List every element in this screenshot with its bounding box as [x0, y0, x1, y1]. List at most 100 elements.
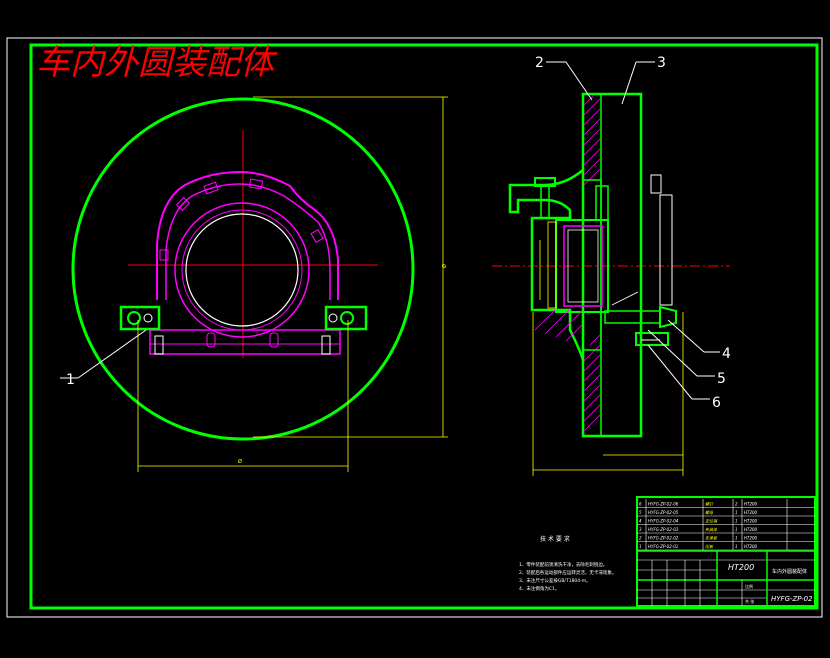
sleeve-flange	[547, 221, 557, 309]
bom-name: 螺母	[705, 510, 714, 515]
lower-hatch	[534, 309, 583, 342]
bom-name: 压板	[705, 544, 714, 549]
sleeve-bore-inner	[567, 229, 599, 303]
bom-qty: 1	[735, 536, 738, 541]
bom-material: HT200	[744, 544, 758, 549]
bore-mid	[181, 209, 303, 331]
main-plate	[581, 92, 643, 438]
leader-5	[647, 329, 698, 377]
slot-5	[159, 249, 169, 261]
side-view: 2 3 4 5 6	[492, 55, 731, 476]
leader-2	[565, 61, 593, 101]
post-left	[154, 335, 164, 355]
tb-part-name: 车内外圆装配体	[772, 568, 807, 575]
plate-hatch	[583, 94, 601, 432]
base-plate	[149, 329, 341, 355]
bom-no: 2	[639, 536, 642, 541]
break-line	[611, 291, 639, 306]
bom-qty: 1	[735, 510, 738, 515]
drawing-title: 车内外圆装配体	[36, 43, 278, 83]
balloon-3: 3	[657, 55, 666, 71]
top-bolt-shank	[540, 185, 550, 219]
bom-code: HYFG-ZP-02-03	[648, 527, 679, 532]
bom-name: 定位销	[705, 519, 718, 524]
tech-req-1: 1、零件装配前须清洗干净，去除毛刺锐边。	[519, 561, 607, 568]
bom-no: 5	[639, 510, 642, 515]
slot-1	[203, 181, 219, 195]
dim-width-text: Ø	[238, 458, 242, 465]
tech-req-2: 2、装配后各运动部件应运转灵活，无卡滞现象。	[519, 569, 616, 576]
tech-req-title: 技 术 要 求	[540, 535, 570, 543]
bom-material: HT200	[744, 519, 758, 524]
bom-code: HYFG-ZP-02-01	[648, 544, 678, 549]
bom-row: 2 HYFG-ZP-02-02 支承板 1 HT200	[637, 536, 815, 542]
outer-frame	[6, 37, 823, 618]
slot-3	[175, 196, 191, 212]
balloon-6: 6	[712, 395, 721, 411]
base-slot-1	[206, 332, 216, 348]
bom-name: 螺钉	[705, 502, 714, 507]
bom-code: HYFG-ZP-02-04	[648, 519, 679, 524]
pin-body	[604, 310, 661, 324]
bom-material: HT200	[744, 510, 758, 515]
front-view: Ø Ø 1	[60, 96, 448, 472]
leader-3	[621, 61, 637, 105]
leader-1	[77, 329, 147, 379]
bom-no: 3	[639, 527, 642, 532]
dim-height-text: Ø	[441, 264, 448, 268]
bom-no: 6	[639, 502, 642, 507]
leader-4	[667, 319, 705, 353]
base-slot-2	[269, 332, 279, 348]
top-boss	[595, 185, 609, 221]
drawing-border	[29, 43, 819, 610]
balloon-1: 1	[66, 372, 75, 388]
pin-tip	[659, 305, 677, 329]
bom-name: 夹具体	[705, 527, 718, 532]
balloon-2: 2	[535, 55, 544, 71]
clamp-left	[119, 305, 161, 331]
sleeve-bore	[563, 225, 603, 307]
bom-qty: 1	[735, 519, 738, 524]
tb-drawing-number: HYFG-ZP-02	[771, 595, 813, 603]
fixture-top	[650, 174, 662, 194]
body-outline	[508, 169, 585, 361]
tech-requirements: 技 术 要 求 1、零件装配前须清洗干净，去除毛刺锐边。 2、装配后各运动部件应…	[519, 535, 616, 592]
body-inner	[583, 179, 602, 351]
housing-inner-outline	[165, 183, 331, 300]
tb-scale-label: 比例	[745, 583, 753, 589]
bore-inner	[185, 213, 299, 327]
clamp-right	[324, 305, 368, 331]
slot-4	[310, 228, 324, 244]
balloon-5: 5	[717, 371, 726, 387]
tb-sheet-label: 共 张	[745, 598, 754, 604]
nut	[635, 332, 669, 346]
housing-outline	[156, 170, 339, 300]
tb-material: HT200	[728, 563, 754, 572]
bom-row: 4 HYFG-ZP-02-04 定位销 1 HT200	[637, 519, 815, 525]
bom-row: 3 HYFG-ZP-02-03 夹具体 1 HT200	[637, 527, 815, 534]
bore-outer	[174, 202, 310, 338]
balloon-4: 4	[722, 346, 731, 362]
bom-qty: 1	[735, 544, 738, 549]
bom-code: HYFG-ZP-02-06	[648, 502, 679, 507]
tech-req-4: 4、未注倒角为C1。	[519, 585, 559, 592]
bom-no: 4	[639, 519, 642, 524]
bom-material: HT200	[744, 536, 758, 541]
tech-req-3: 3、未注尺寸公差按GB/T1804-m。	[519, 577, 591, 584]
bom-code: HYFG-ZP-02-05	[648, 510, 679, 515]
bom-code: HYFG-ZP-02-02	[648, 536, 679, 541]
leader-6	[647, 344, 693, 400]
bom-qty: 2	[735, 502, 738, 507]
bom-name: 支承板	[705, 536, 718, 541]
bom-qty: 1	[735, 527, 738, 532]
post-right	[321, 335, 331, 355]
bom-row: 5 HYFG-ZP-02-05 螺母 1 HT200	[637, 510, 815, 517]
bom-material: HT200	[744, 527, 758, 532]
fixture-rail	[659, 194, 673, 306]
